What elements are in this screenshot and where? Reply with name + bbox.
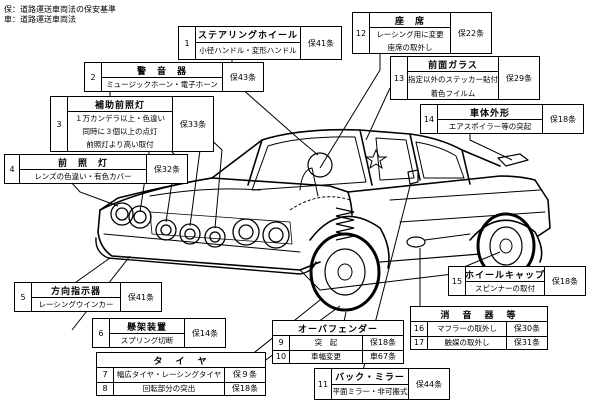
item-article: 保18条	[544, 267, 585, 295]
item-article: 保31条	[506, 336, 547, 349]
item-number: 10	[273, 350, 290, 363]
item-16-17-muffler: 消 音 器 等 16 マフラーの取外し 保30条 17 触媒の取外し 保31条	[410, 306, 548, 350]
item-9-10-over-fender: オーバフェンダー 9 突 起 保18条 10 車幅変更 車67条	[272, 320, 404, 364]
item-desc: レンズの色違い・有色カバー	[34, 171, 132, 181]
item-number: 7	[97, 367, 114, 382]
item-title: 前面ガラス	[407, 57, 499, 72]
item-13-windshield: 13 前面ガラス 指定以外のステッカー貼付 着色フイルム 保29条	[390, 56, 540, 100]
item-desc: 回転部分の突出	[142, 384, 196, 393]
item-number: 1	[179, 27, 196, 59]
item-desc-2: 同時に３個以上の点灯	[82, 127, 158, 136]
item-desc: 平面ミラー・非可搬式	[332, 387, 408, 396]
item-title: 警 音 器	[101, 63, 223, 78]
fender-title: オーバフェンダー	[273, 321, 403, 336]
item-article: 保30条	[506, 321, 547, 336]
item-article: 保29条	[498, 57, 539, 99]
item-number: 17	[411, 336, 428, 349]
item-6-suspension: 6 懸架装置 スプリング切断 保14条	[92, 318, 226, 348]
item-number: 6	[93, 319, 110, 347]
item-number: 5	[15, 283, 32, 311]
item-number: 2	[85, 63, 102, 91]
item-17-row: 17 触媒の取外し 保31条	[411, 336, 547, 349]
item-7-8-tires: タ イ ヤ 7 幅広タイヤ・レーシングタイヤ 保９条 8 回転部分の突出 保18…	[96, 352, 266, 396]
legend: 保：道路運送車両法の保安基準 車：道路運送車両法	[4, 5, 116, 25]
item-article: 保43条	[222, 63, 263, 91]
item-desc: レーシングウインカー	[38, 299, 114, 309]
item-number: 12	[353, 13, 370, 53]
item-9-row: 9 突 起 保18条	[273, 335, 403, 351]
item-article: 車67条	[362, 350, 403, 363]
item-desc-1: １万カンデラ以上・色違い	[75, 114, 165, 123]
item-desc: 突 起	[314, 338, 338, 347]
item-article: 保22条	[450, 13, 491, 53]
item-15-wheel-cap: 15 ホイールキャップ スピンナーの取付 保18条	[448, 266, 586, 296]
item-2-horn: 2 警 音 器 ミュージックホーン・電子ホーン 保43条	[84, 62, 264, 92]
item-desc: 触媒の取外し	[444, 338, 490, 347]
item-title: 車体外形	[437, 105, 543, 120]
item-12-seat: 12 座 席 レーシング用に変更 座席の取外し 保22条	[352, 12, 492, 54]
item-number: 4	[5, 155, 20, 183]
item-title: 懸架装置	[109, 319, 185, 334]
item-desc: 小径ハンドル・変形ハンドル	[199, 46, 297, 55]
item-11-back-mirror: 11 バック・ミラー 平面ミラー・非可搬式 保44条	[314, 368, 450, 400]
item-desc: エアスポイラー等の突起	[448, 121, 532, 131]
item-8-row: 8 回転部分の突出 保18条	[97, 382, 265, 395]
item-article: 保41条	[120, 283, 161, 311]
item-desc: マフラーの取外し	[437, 324, 497, 333]
item-5-turn-signal: 5 方向指示器 レーシングウインカー 保41条	[14, 282, 162, 312]
item-desc: 幅広タイヤ・レーシングタイヤ	[116, 370, 222, 379]
item-desc-1: レーシング用に変更	[376, 30, 444, 39]
item-article: 保18条	[362, 335, 403, 350]
item-number: 9	[273, 335, 290, 350]
item-10-row: 10 車幅変更 車67条	[273, 350, 403, 363]
item-desc-2: 着色フイルム	[430, 88, 476, 98]
item-title: 方向指示器	[31, 283, 121, 298]
item-number: 8	[97, 382, 114, 395]
item-article: 保44条	[408, 369, 449, 399]
item-desc: ミュージックホーン・電子ホーン	[106, 79, 218, 89]
item-number: 15	[449, 267, 466, 295]
item-article: 保18条	[224, 382, 265, 395]
item-desc: スプリング切断	[120, 335, 174, 345]
item-number: 16	[411, 321, 428, 336]
item-article: 保41条	[300, 27, 341, 59]
item-desc: 車幅変更	[311, 352, 341, 361]
item-4-headlamp: 4 前 照 灯 レンズの色違い・有色カバー 保32条	[4, 154, 188, 184]
tires-title: タ イ ヤ	[97, 353, 265, 368]
item-14-body-shape: 14 車体外形 エアスポイラー等の突起 保18条	[420, 104, 584, 134]
legend-line-2: 車：道路運送車両法	[4, 15, 76, 24]
item-number: 3	[51, 97, 68, 151]
item-7-row: 7 幅広タイヤ・レーシングタイヤ 保９条	[97, 367, 265, 383]
item-article: 保18条	[542, 105, 583, 133]
item-number: 13	[391, 57, 408, 99]
item-desc-2: 座席の取外し	[387, 43, 433, 52]
item-title: ホイールキャップ	[465, 267, 545, 282]
item-title: 座 席	[369, 13, 451, 28]
item-title: 補助前照灯	[67, 97, 173, 112]
item-1-steering-wheel: 1 ステアリングホイール 小径ハンドル・変形ハンドル 保41条	[178, 26, 342, 60]
item-desc: スピンナーの取付	[475, 283, 535, 293]
item-article: 保33条	[172, 97, 213, 151]
item-3-auxiliary-headlamp: 3 補助前照灯 １万カンデラ以上・色違い 同時に３個以上の点灯 前照灯より高い取…	[50, 96, 214, 152]
item-desc-1: 指定以外のステッカー貼付	[408, 74, 498, 84]
item-title: バック・ミラー	[331, 369, 409, 385]
item-article: 保９条	[224, 367, 265, 382]
item-number: 11	[315, 369, 332, 399]
muffler-title: 消 音 器 等	[411, 307, 547, 322]
legend-line-1: 保：道路運送車両法の保安基準	[4, 5, 116, 14]
item-title: ステアリングホイール	[195, 27, 301, 43]
item-desc-3: 前照灯より高い取付	[86, 140, 154, 149]
item-number: 14	[421, 105, 438, 133]
item-article: 保14条	[184, 319, 225, 347]
item-16-row: 16 マフラーの取外し 保30条	[411, 321, 547, 337]
item-title: 前 照 灯	[19, 155, 147, 170]
item-article: 保32条	[146, 155, 187, 183]
